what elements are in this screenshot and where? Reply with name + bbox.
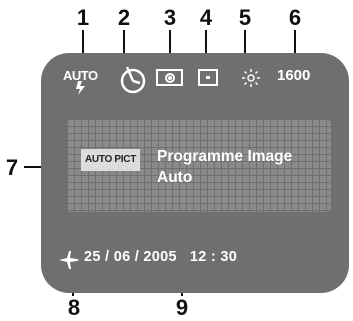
flash-auto-indicator: AUTO xyxy=(63,68,98,95)
flash-mode-label: AUTO xyxy=(63,68,98,83)
camera-lcd-screen: AUTO 1600 AUTO PICT Programme Image Auto xyxy=(41,53,349,293)
airplane-icon xyxy=(59,251,79,269)
picture-mode-badge: AUTO PICT xyxy=(81,149,141,171)
daylight-white-balance-icon xyxy=(242,69,260,87)
iso-value: 1600 xyxy=(277,67,311,84)
center-weighted-metering-icon xyxy=(156,69,183,86)
flash-bolt-icon xyxy=(76,81,85,95)
leader-line-2 xyxy=(123,30,125,66)
spot-af-icon xyxy=(198,69,218,86)
callout-5: 5 xyxy=(238,5,252,30)
callout-8: 8 xyxy=(67,295,81,320)
leader-line-4 xyxy=(205,30,207,68)
callout-9: 9 xyxy=(175,295,189,320)
callout-2: 2 xyxy=(117,5,131,30)
leader-line-1 xyxy=(82,30,84,70)
picture-mode-name-line2: Auto xyxy=(157,169,193,186)
callout-1: 1 xyxy=(76,5,90,30)
callout-6: 6 xyxy=(288,5,302,30)
date-time-display: 25 / 06 / 2005 12 : 30 xyxy=(84,249,238,265)
picture-mode-name: Programme Image Auto xyxy=(157,146,292,188)
picture-mode-name-line1: Programme Image xyxy=(157,148,293,165)
self-timer-icon xyxy=(120,66,146,94)
leader-line-3 xyxy=(169,30,171,68)
callout-4: 4 xyxy=(199,5,213,30)
callout-3: 3 xyxy=(163,5,177,30)
leader-line-6 xyxy=(294,30,296,66)
leader-line-5 xyxy=(244,30,246,68)
callout-7: 7 xyxy=(5,155,19,180)
